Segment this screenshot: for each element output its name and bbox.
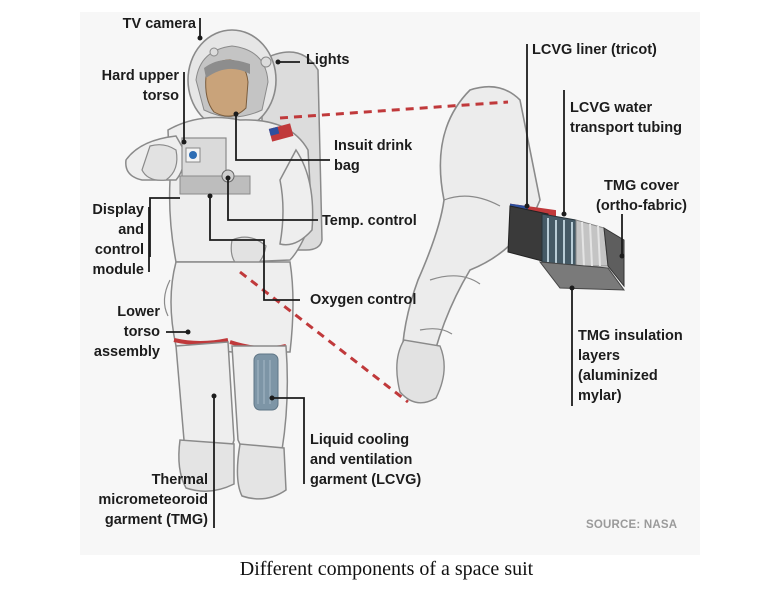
label-line: TMG insulation xyxy=(578,328,683,344)
label-line: bag xyxy=(334,158,360,174)
callout-connector xyxy=(239,100,509,404)
label-line: and ventilation xyxy=(310,452,413,468)
label-line: Liquid cooling xyxy=(310,432,410,448)
label-line: micrometeoroid xyxy=(98,492,208,508)
label-line: and xyxy=(118,222,144,238)
label-insuit-drink-bag: Insuit drink bag xyxy=(334,136,412,176)
label-tmg: Thermal micrometeoroid garment (TMG) xyxy=(80,470,208,530)
source-credit: SOURCE: NASA xyxy=(586,519,678,531)
label-oxygen-control: Oxygen control xyxy=(310,290,416,310)
tmg-cover-layer xyxy=(603,227,625,288)
label-line: garment (TMG) xyxy=(104,512,208,528)
label-lights: Lights xyxy=(306,50,350,70)
glove xyxy=(141,144,178,181)
label-lower-torso-assembly: Lower torso assembly xyxy=(80,302,160,362)
arm-cutaway xyxy=(396,85,626,404)
label-line: TMG cover xyxy=(604,178,679,194)
leader-dots xyxy=(181,35,625,401)
label-line: Insuit drink xyxy=(334,138,413,154)
label-line: transport tubing xyxy=(570,120,682,136)
lower-torso xyxy=(163,261,294,500)
figure-caption: Different components of a space suit xyxy=(239,558,534,580)
label-line: TV camera xyxy=(122,16,196,32)
label-line: layers xyxy=(578,348,620,364)
upper-torso xyxy=(125,116,314,271)
label-line: LCVG liner (tricot) xyxy=(532,42,657,58)
label-line: Lower xyxy=(117,304,160,320)
label-temp-control: Temp. control xyxy=(322,211,417,231)
label-lcvg-tubing: LCVG water transport tubing xyxy=(570,98,682,138)
label-tmg-insulation: TMG insulation layers (aluminized mylar) xyxy=(578,326,683,406)
label-tmg-cover: TMG cover (ortho-fabric) xyxy=(596,176,687,216)
label-hard-upper-torso: Hard upper torso xyxy=(80,66,179,106)
helmet xyxy=(187,29,277,131)
label-display-control-module: Display and control module xyxy=(80,200,144,280)
label-line: LCVG water xyxy=(570,100,653,116)
label-line: Temp. control xyxy=(322,213,417,229)
label-line: Oxygen control xyxy=(310,292,417,308)
label-lcvg-liner: LCVG liner (tricot) xyxy=(532,40,657,60)
label-line: control xyxy=(94,242,144,258)
label-line: torso xyxy=(123,324,160,340)
label-line: (aluminized xyxy=(578,368,658,384)
label-line: garment (LCVG) xyxy=(310,472,422,488)
label-line: module xyxy=(92,262,144,278)
label-tv-camera: TV camera xyxy=(96,14,196,34)
label-line: assembly xyxy=(93,344,160,360)
label-line: mylar) xyxy=(578,388,622,404)
label-line: (ortho-fabric) xyxy=(596,198,688,214)
label-line: Thermal xyxy=(151,472,208,488)
leader-lines xyxy=(148,18,623,528)
label-line: Display xyxy=(92,202,144,218)
label-line: torso xyxy=(142,88,179,104)
label-lcvg: Liquid cooling and ventilation garment (… xyxy=(310,430,421,490)
label-line: Hard upper xyxy=(101,68,179,84)
label-line: Lights xyxy=(306,52,350,68)
